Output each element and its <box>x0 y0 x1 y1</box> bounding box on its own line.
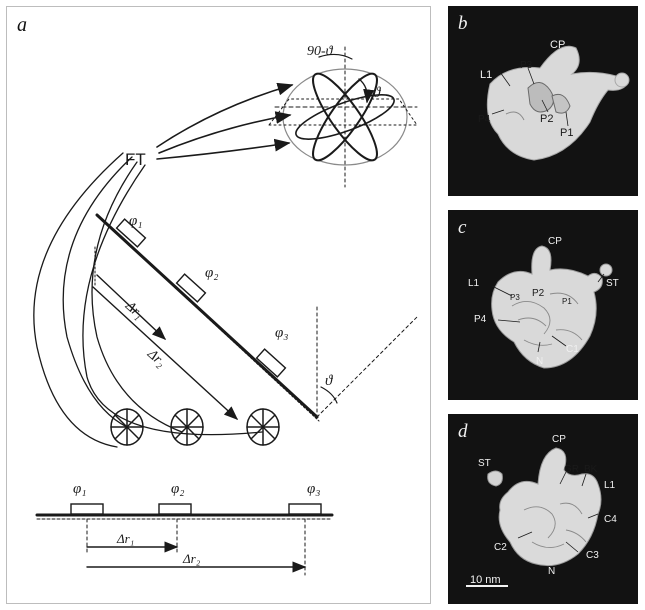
label-b-p3: P3 <box>520 60 533 71</box>
panel-b-micrograph: b CP L1 P3 P2 P1 P4 <box>448 6 638 196</box>
tilt-distance-arrows <box>92 246 239 420</box>
label-d-cp: CP <box>552 434 566 445</box>
label-c-n: N <box>536 356 543 367</box>
scale-bar-label: 10 nm <box>470 574 501 586</box>
label-d-n: N <box>548 566 555 577</box>
delta-r1-untilted: Δr₁ <box>116 531 134 546</box>
ribosome-surface-d <box>466 447 602 587</box>
label-b-p2: P2 <box>540 113 553 125</box>
tilted-grid <box>95 213 418 422</box>
fourier-sphere <box>267 46 418 188</box>
phi1-untilted: φ₁ <box>73 481 87 497</box>
label-c-l1: L1 <box>468 278 480 289</box>
projection-curves <box>33 152 263 448</box>
panel-d-micrograph: d CP ST GR BK L1 C4 C2 C3 N 10 nm <box>448 414 638 604</box>
delta-r2-untilted: Δr₂ <box>182 551 201 566</box>
ribosome-surface-c <box>491 245 613 369</box>
label-b-l1: L1 <box>480 69 492 81</box>
label-d-st: ST <box>478 458 491 469</box>
label-b-p1: P1 <box>560 127 573 139</box>
label-c-p1: P1 <box>562 297 572 306</box>
ft-label: FT <box>125 150 146 169</box>
label-d-c4: C4 <box>604 514 617 525</box>
panel-label-b: b <box>458 13 468 34</box>
panel-a-drawing: a 90-ϑ ϑ <box>6 6 431 604</box>
phi2-untilted: φ₂ <box>171 481 185 497</box>
particle-projections <box>110 408 280 446</box>
label-d-c2: C2 <box>494 542 507 553</box>
label-d-c3: C3 <box>586 550 599 561</box>
label-c-p2: P2 <box>532 288 545 299</box>
phi1-tilted: φ₁ <box>129 213 143 229</box>
label-c-p3: P3 <box>510 293 520 302</box>
ft-arrows <box>156 82 294 160</box>
phi3-untilted: φ₃ <box>307 481 321 497</box>
untilted-grid <box>35 503 334 576</box>
delta-r2-tilted: Δr₂ <box>144 346 169 370</box>
panel-c-labels: CP ST L1 P3 P2 P1 P4 C1 N <box>468 236 619 367</box>
schematic-drawing: 90-ϑ ϑ FT <box>33 44 418 576</box>
label-b-cp: CP <box>550 39 565 51</box>
panel-d-labels: CP ST GR BK L1 C4 C2 C3 N <box>478 434 617 577</box>
label-c-p4: P4 <box>474 314 487 325</box>
label-c-c1: C1 <box>566 344 579 355</box>
label-c-st: ST <box>606 278 619 289</box>
theta-label-upper: ϑ <box>373 85 382 101</box>
label-d-l1: L1 <box>604 480 616 491</box>
label-d-gr: GR <box>564 464 579 475</box>
phi3-tilted: φ₃ <box>275 325 289 341</box>
ribosome-surface-b <box>486 45 630 161</box>
panel-c-micrograph: c CP ST L1 P3 P2 P1 P4 C1 N <box>448 210 638 400</box>
panel-label-a: a <box>17 14 27 36</box>
label-d-bk: BK <box>584 464 598 475</box>
angle-label-90-theta: 90-ϑ <box>307 44 334 59</box>
label-b-p4: P4 <box>478 114 491 125</box>
label-c-cp: CP <box>548 236 562 247</box>
panel-label-c: c <box>458 217 467 238</box>
panel-b-labels: CP L1 P3 P2 P1 P4 <box>478 39 573 139</box>
phi2-tilted: φ₂ <box>205 265 219 281</box>
theta-label-tilt: ϑ <box>325 373 334 389</box>
panel-label-d: d <box>458 421 468 442</box>
